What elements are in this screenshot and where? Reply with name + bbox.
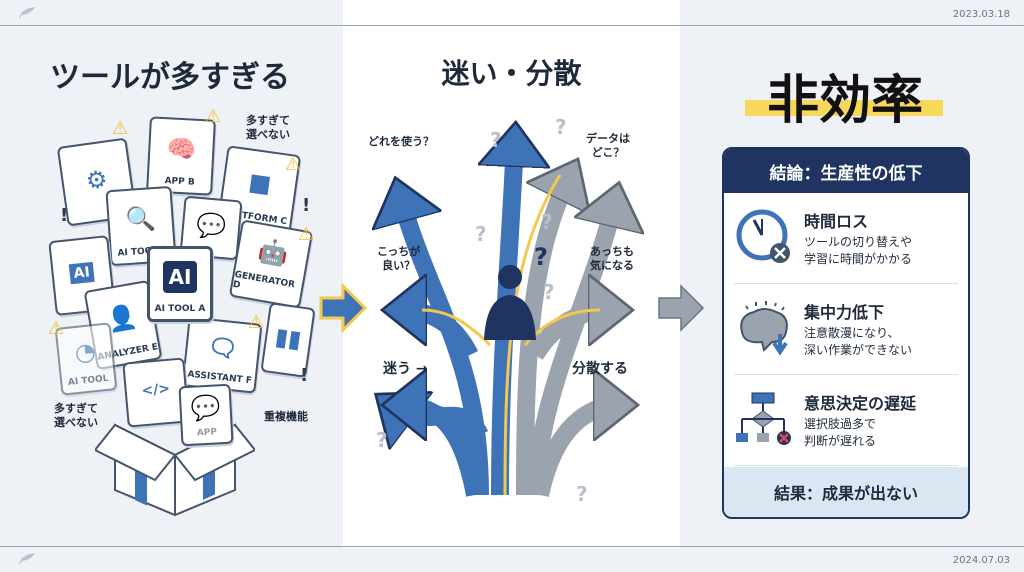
logo-icon [19, 7, 35, 19]
clock-x-icon [736, 209, 790, 263]
bottom-divider [0, 546, 1024, 547]
right-title: 非効率 [766, 71, 923, 131]
bar-chart-icon: ▮▮ [273, 321, 304, 354]
exclamation-icon: ! [302, 195, 311, 216]
title-highlight [745, 100, 943, 116]
duplicate-note: 重複機能 [264, 410, 308, 423]
question-mark-icon: ? [534, 243, 548, 271]
left-title: ツールが多すぎる [50, 60, 290, 95]
top-divider [0, 25, 1024, 26]
chat-bubble-icon: 💬 [189, 392, 222, 423]
right-arrow-icon [658, 284, 705, 332]
item-time-loss: 時間ロスツールの切り替えや 学習に時間がかかる [734, 193, 958, 284]
label-scatter: 分散する [572, 361, 628, 377]
exclamation-icon: ! [300, 365, 309, 386]
brain-down-icon [740, 301, 788, 356]
code-icon: </> [140, 380, 171, 400]
flowchart-x-icon [736, 392, 791, 445]
label-lost: 迷う → [383, 361, 428, 377]
cube-icon: ■ [246, 167, 274, 199]
result-footer: 結果：成果が出ない [724, 467, 968, 517]
warning-icon: ⚠ [248, 312, 265, 333]
exclamation-icon: ! [60, 205, 69, 226]
footer-date: 2024.07.03 [952, 555, 1010, 566]
header-date: 2023.03.18 [952, 9, 1010, 20]
conclusion-card: 結論：生産性の低下 時間ロスツールの切り替えや 学習に時間がかかる 集中力低下注… [722, 147, 970, 519]
label-which: どれを使う？ [368, 135, 434, 148]
right-arrow-icon [319, 283, 368, 333]
too-many-note-top: 多すぎて 選べない [246, 114, 290, 141]
warning-icon: ⚠ [48, 318, 65, 339]
message-icon: 🗨 [206, 332, 240, 364]
logo-icon [19, 553, 35, 565]
label-this-one: こっちが 良い？ [377, 245, 421, 273]
question-mark-icon: ? [376, 428, 388, 452]
middle-title: 迷い・分散 [441, 57, 582, 90]
chat-icon: 💬 [195, 210, 228, 241]
question-mark-icon: ? [490, 128, 502, 152]
brain-icon: 🧠 [165, 133, 198, 164]
question-mark-icon: ? [555, 115, 567, 139]
warning-icon: ⚠ [112, 118, 129, 139]
question-mark-icon: ? [541, 210, 553, 234]
label-where-data: データは どこ？ [586, 132, 630, 160]
search-icon: 🔍 [124, 203, 157, 234]
tool-card-app: 💬APP [178, 383, 234, 447]
thinking-person-icon [484, 265, 536, 340]
tool-card-app-b: 🧠APP B [146, 116, 216, 196]
warning-icon: ⚠ [285, 154, 302, 175]
label-that-one: あっちも 気になる [590, 245, 634, 273]
diverging-arrows-diagram [360, 105, 660, 497]
question-mark-icon: ? [543, 280, 555, 304]
robot-icon: 🤖 [256, 235, 291, 269]
pie-chart-icon: ◔ [73, 336, 98, 367]
too-many-note-bottom: 多すぎて 選べない [54, 402, 98, 429]
question-mark-icon: ? [475, 222, 487, 246]
item-decision-delay: 意思決定の遅延選択肢過多で 判断が遅れる [734, 375, 958, 466]
question-mark-icon: ? [576, 482, 588, 506]
warning-icon: ⚠ [205, 106, 222, 127]
item-focus-loss: 集中力低下注意散漫になり、 深い作業ができない [734, 284, 958, 375]
warning-icon: ⚠ [298, 224, 315, 245]
conclusion-header: 結論：生産性の低下 [724, 149, 968, 193]
